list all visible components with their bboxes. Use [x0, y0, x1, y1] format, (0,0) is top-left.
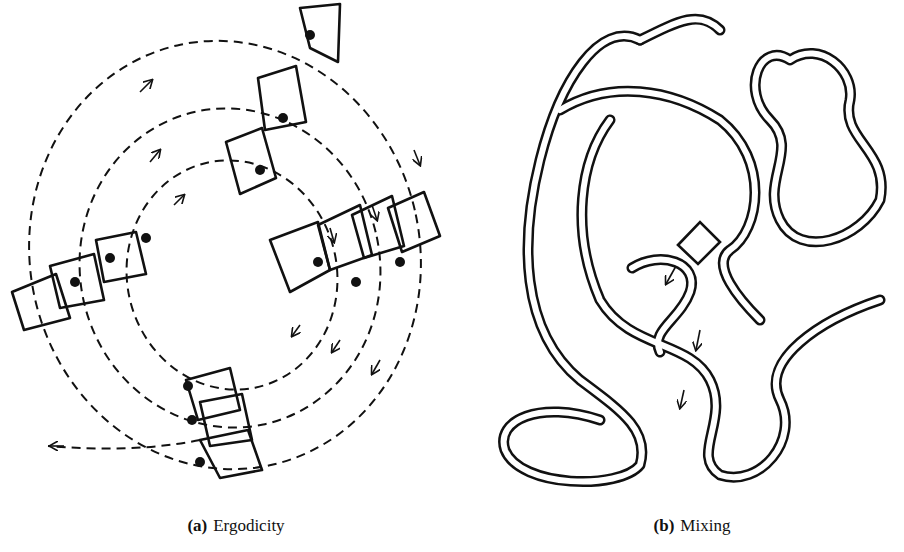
figure-caption: (a) Ergodicity	[187, 516, 284, 536]
mixing-bands	[504, 19, 882, 481]
panel-title: Ergodicity	[213, 516, 284, 536]
orbit-points	[70, 30, 405, 467]
panel-title: Mixing	[680, 516, 730, 536]
figure-caption: (b)Mixing	[654, 516, 731, 536]
initial-cell	[678, 222, 720, 264]
orbit-lines	[0, 4, 460, 506]
panel-letter: (b)	[654, 516, 675, 536]
panel-letter: (a)	[187, 516, 207, 536]
orbit-arrows	[50, 80, 420, 446]
mixing-arrows	[666, 266, 700, 408]
phase-cells	[12, 4, 440, 478]
